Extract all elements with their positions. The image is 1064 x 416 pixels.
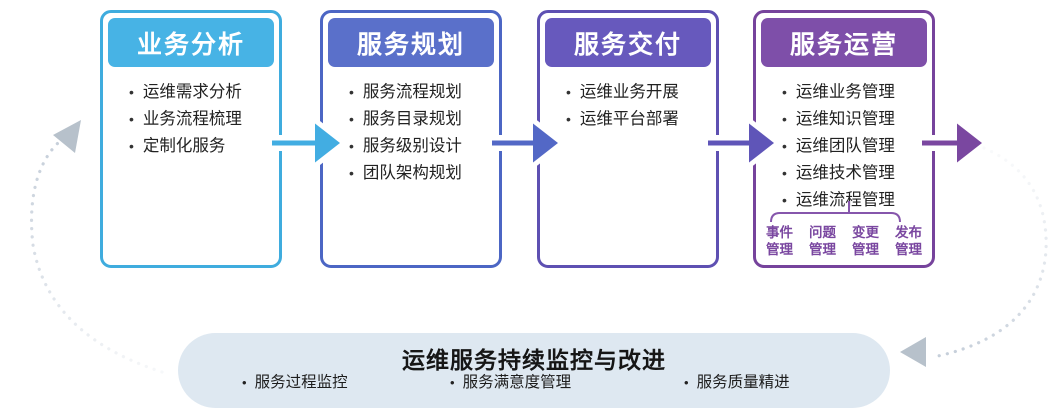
arc-arrowhead-icon [53,120,81,153]
stage-item: 定制化服务 [129,133,275,160]
stage-item: 运维知识管理 [782,106,928,133]
stage-title-service-operations: 服务运营 [761,18,927,67]
stage-item: 运维团队管理 [782,133,928,160]
banner-item: 服务满意度管理 [450,370,572,392]
continuous-improvement-banner: 运维服务持续监控与改进 服务过程监控 服务满意度管理 服务质量精进 [178,333,890,408]
stage-item: 服务流程规划 [349,79,495,106]
stage-item: 运维业务开展 [566,79,712,106]
banner-item: 服务过程监控 [242,370,348,392]
stage-title-business-analysis: 业务分析 [108,18,274,67]
stage-box-business-analysis: 业务分析 运维需求分析 业务流程梳理 定制化服务 [100,10,282,268]
sub-item-incident: 事件 管理 [766,225,793,257]
stage-item: 服务级别设计 [349,133,495,160]
stage-item: 团队架构规划 [349,160,495,187]
stage-box-service-planning: 服务规划 服务流程规划 服务目录规划 服务级别设计 团队架构规划 [320,10,502,268]
stage-item: 服务目录规划 [349,106,495,133]
stage-title-service-delivery: 服务交付 [545,18,711,67]
stage-item: 运维业务管理 [782,79,928,106]
arc-arrowhead-icon [900,337,926,367]
stage-box-service-delivery: 服务交付 运维业务开展 运维平台部署 [537,10,719,268]
stage-item-list: 服务流程规划 服务目录规划 服务级别设计 团队架构规划 [323,79,499,187]
stage-item: 运维平台部署 [566,106,712,133]
banner-title: 运维服务持续监控与改进 [402,347,666,373]
stage-item-list: 运维业务管理 运维知识管理 运维团队管理 运维技术管理 运维流程管理 [756,79,932,214]
stage-item: 业务流程梳理 [129,106,275,133]
stage-item-list: 运维业务开展 运维平台部署 [540,79,716,133]
itil-process-group: 事件 管理 问题 管理 变更 管理 发布 管理 [756,224,932,258]
stage-item: 运维流程管理 [782,187,928,214]
sub-item-release: 发布 管理 [895,225,922,257]
stage-item-list: 运维需求分析 业务流程梳理 定制化服务 [103,79,279,160]
banner-item: 服务质量精进 [684,370,790,392]
stage-box-service-operations: 服务运营 运维业务管理 运维知识管理 运维团队管理 运维技术管理 运维流程管理 … [753,10,935,268]
sub-item-change: 变更 管理 [852,225,879,257]
stage-item: 运维需求分析 [129,79,275,106]
stage-item: 运维技术管理 [782,160,928,187]
stage-title-service-planning: 服务规划 [328,18,494,67]
sub-item-problem: 问题 管理 [809,225,836,257]
